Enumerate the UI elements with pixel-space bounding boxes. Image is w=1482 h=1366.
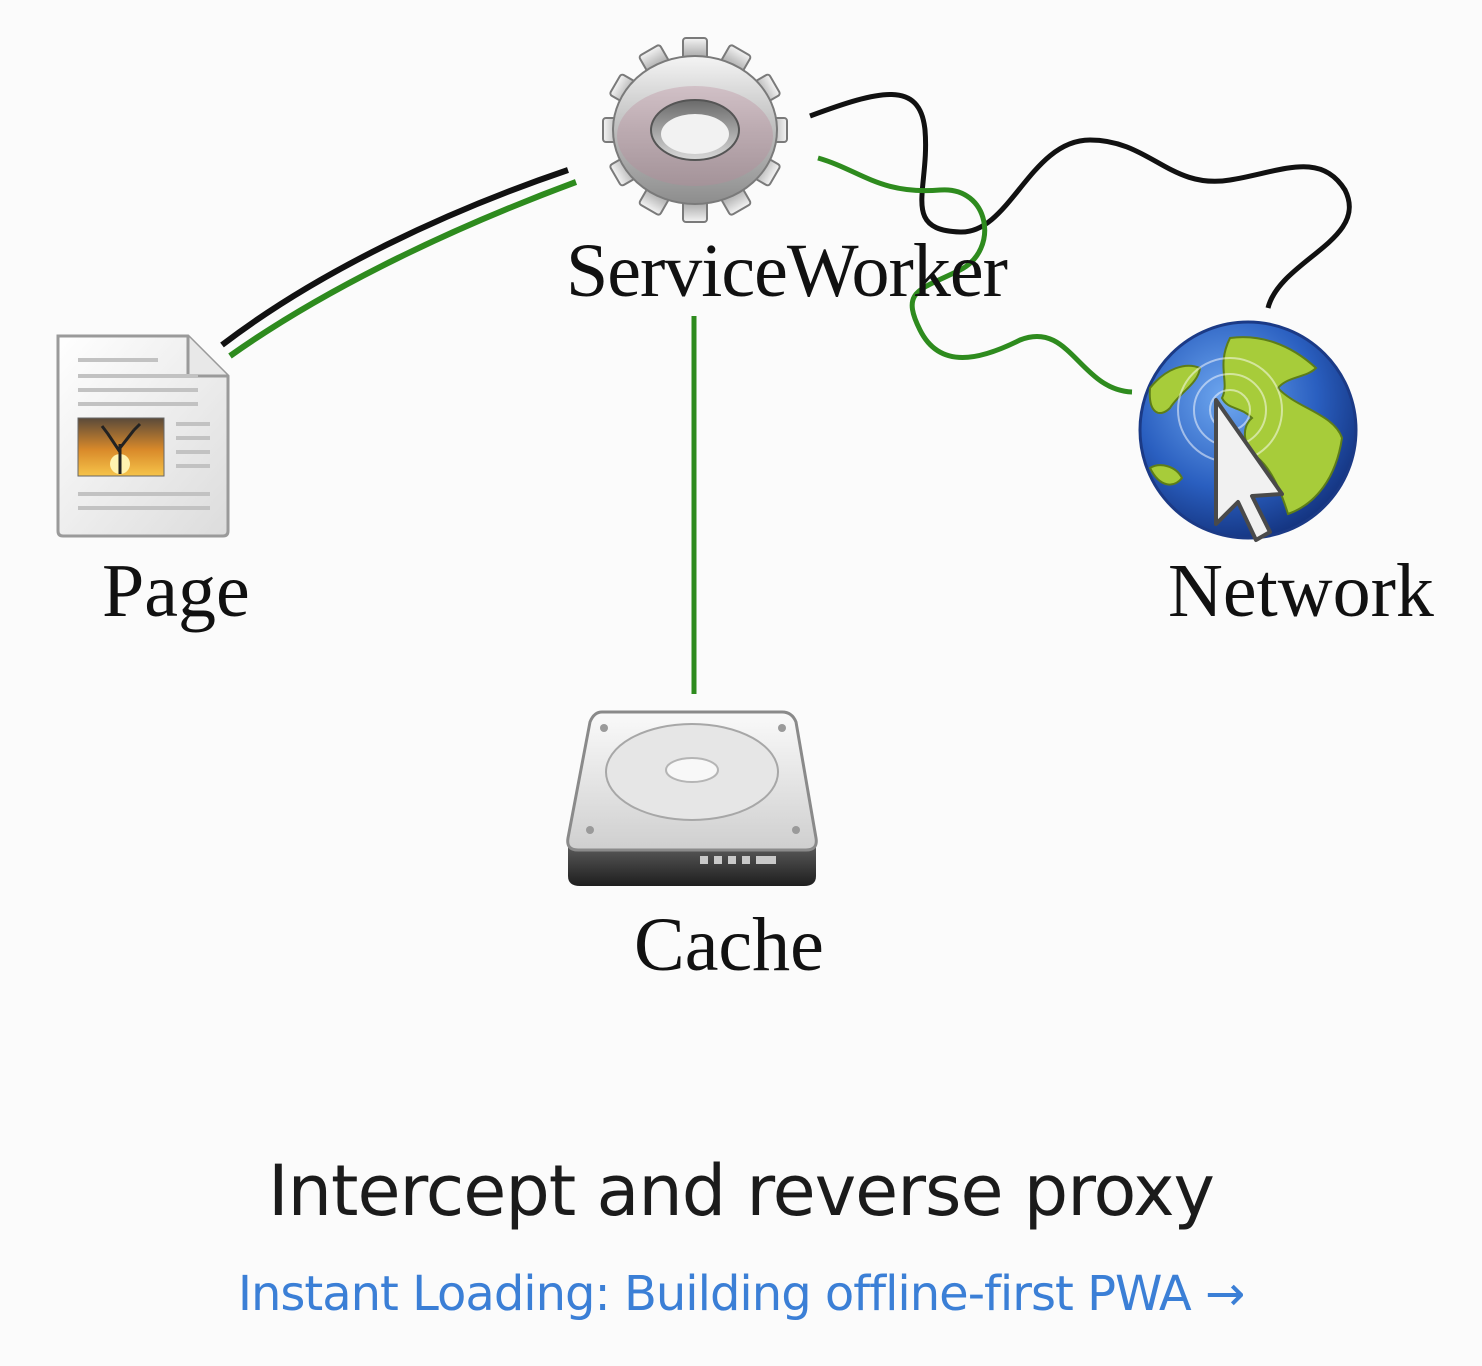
wire-page-sw-green <box>228 179 578 359</box>
service-worker-label: ServiceWorker <box>566 229 1008 313</box>
document-icon <box>56 334 230 538</box>
globe-cursor-icon <box>1138 320 1358 542</box>
wire-page-sw-black <box>220 167 569 348</box>
gear-icon <box>602 37 788 223</box>
network-label: Network <box>1168 549 1434 633</box>
cache-label: Cache <box>634 903 824 987</box>
page-label: Page <box>102 549 250 633</box>
wire-sw-network-green <box>817 155 1133 395</box>
slide-caption: Intercept and reverse proxy <box>268 1150 1215 1232</box>
hard-drive-icon <box>566 710 818 886</box>
wire-sw-network-black <box>809 92 1352 309</box>
instant-loading-link[interactable]: Instant Loading: Building offline-first … <box>237 1266 1245 1322</box>
